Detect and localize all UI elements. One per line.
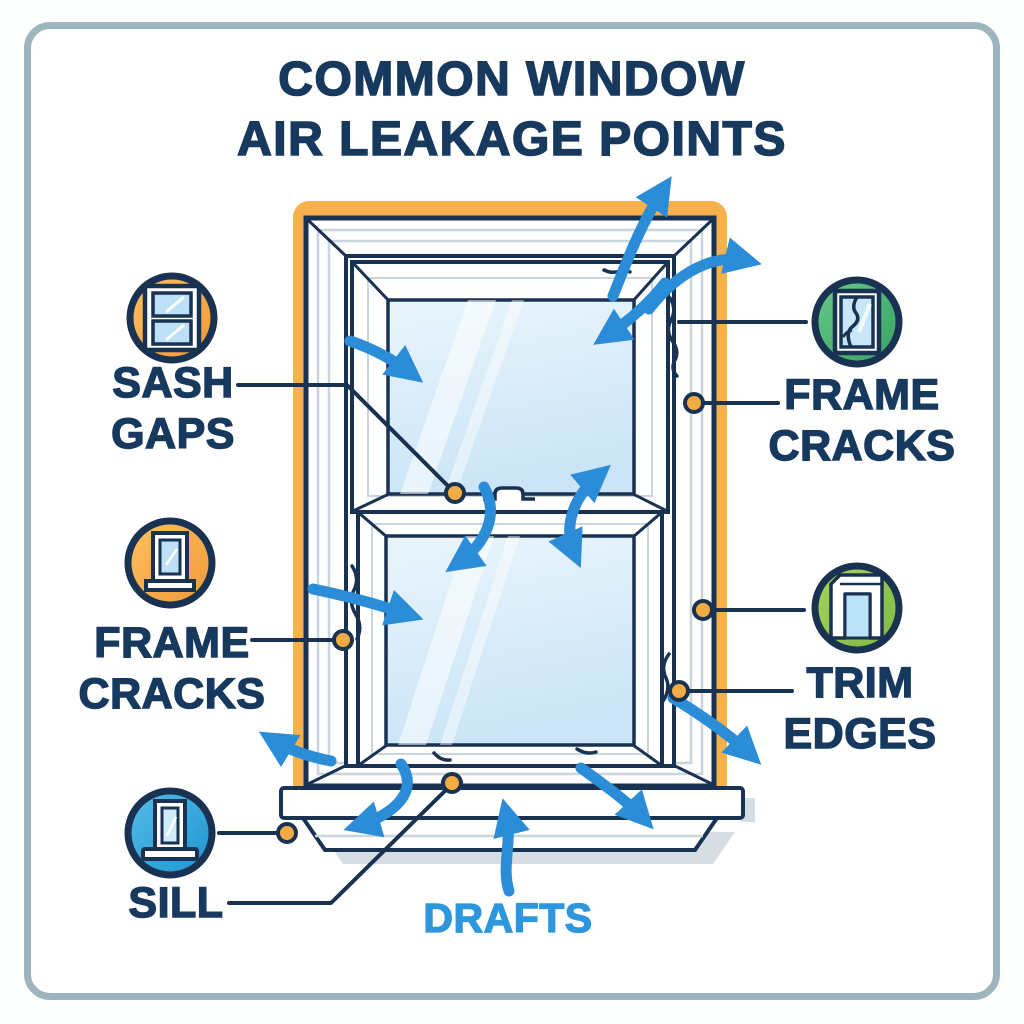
- leak-dot-trim-upper: [692, 599, 714, 621]
- leak-point-dots: [276, 392, 714, 844]
- trim-edges-label: TRIM EDGES: [783, 658, 937, 760]
- title-line-1: COMMON WINDOW: [277, 52, 746, 107]
- trim-edges-line2: EDGES: [783, 709, 937, 758]
- frame-cracks-left-label: FRAME CRACKS: [78, 618, 266, 720]
- trim-edges-icon: [811, 562, 903, 654]
- draft-arrow-top-up: [607, 176, 672, 302]
- sash-gaps-icon: [126, 272, 218, 364]
- drafts-label: DRAFTS: [423, 893, 593, 944]
- frame-cracks-right-line1: FRAME: [784, 370, 940, 419]
- sash-gaps-line1: SASH: [112, 358, 234, 407]
- crack-right-lower: [661, 652, 671, 703]
- leak-dot-trim-lower: [668, 680, 690, 702]
- draft-arrows: [258, 176, 762, 897]
- sill-icon: [124, 787, 216, 879]
- leader-sill-text: [227, 782, 454, 905]
- frame-cracks-left-line2: CRACKS: [78, 669, 266, 718]
- sash-gaps-label: SASH GAPS: [110, 358, 235, 460]
- sill-label: SILL: [128, 878, 224, 929]
- lower-sash: [356, 510, 664, 768]
- page-title: COMMON WINDOW AIR LEAKAGE POINTS: [0, 50, 1024, 170]
- draft-arrow-upper-glass-left: [344, 335, 424, 383]
- draft-arrow-drafts-up: [493, 798, 530, 897]
- leader-sash-gaps: [236, 383, 457, 495]
- frame-cracks-right-label: FRAME CRACKS: [768, 370, 956, 472]
- leader-lines: [217, 320, 808, 905]
- draft-arrow-rail-updown: [548, 464, 611, 568]
- leak-dot-sash-gap: [444, 482, 466, 504]
- drafts-line1: DRAFTS: [423, 894, 593, 941]
- frame-cracks-right-line2: CRACKS: [768, 421, 956, 470]
- draft-arrow-out-left: [258, 731, 337, 768]
- trim-edges-line1: TRIM: [806, 658, 914, 707]
- leak-dot-sill-center: [441, 772, 463, 794]
- sash-latch: [483, 486, 535, 501]
- frame-cracks-right-icon: [811, 276, 903, 368]
- leak-dot-frame-left: [332, 629, 354, 651]
- draft-arrow-rail-down: [445, 481, 496, 573]
- draft-arrow-lower-glass-left: [307, 583, 424, 626]
- sill-line1: SILL: [128, 878, 224, 927]
- draft-arrow-sill-right: [575, 762, 654, 830]
- crack-bottom-left: [432, 751, 452, 762]
- draft-arrow-sill-left: [343, 758, 413, 838]
- frame-cracks-left-line1: FRAME: [94, 618, 250, 667]
- draft-arrow-out-right: [667, 692, 762, 765]
- title-line-2: AIR LEAKAGE POINTS: [236, 112, 787, 167]
- draft-arrow-upper-glass-right: [593, 277, 671, 345]
- leak-dot-frame-right: [683, 392, 705, 414]
- crack-bottom-right: [575, 747, 598, 755]
- sash-gaps-line2: GAPS: [110, 409, 235, 458]
- crack-right-upper: [666, 296, 679, 378]
- upper-sash: [350, 260, 670, 514]
- frame-cracks-left-icon: [124, 517, 216, 609]
- leak-dot-sill-left: [276, 822, 298, 844]
